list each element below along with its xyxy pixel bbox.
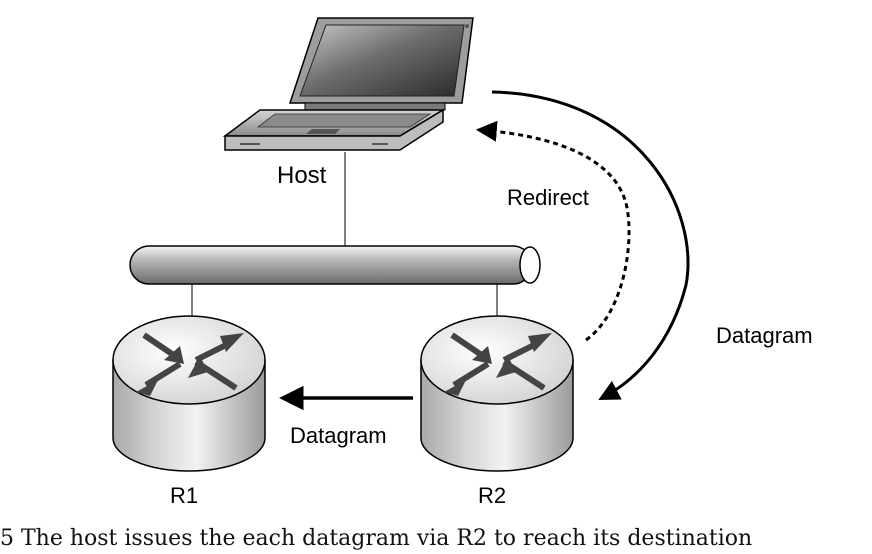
- laptop-icon: [222, 17, 474, 151]
- network-bus: [129, 245, 541, 285]
- r2-label: R2: [478, 483, 506, 508]
- router-r1-icon: [112, 315, 266, 472]
- datagram-bottom-label: Datagram: [290, 423, 387, 448]
- datagram-arrow-host-to-r2: [491, 90, 690, 400]
- redirect-label: Redirect: [507, 185, 589, 210]
- figure-caption: 5 The host issues the each datagram via …: [0, 526, 753, 551]
- host-label: Host: [277, 162, 327, 189]
- redirect-arrow: [475, 120, 631, 342]
- datagram-right-label: Datagram: [716, 323, 813, 348]
- r1-label: R1: [170, 483, 198, 508]
- router-r2-icon: [420, 315, 574, 472]
